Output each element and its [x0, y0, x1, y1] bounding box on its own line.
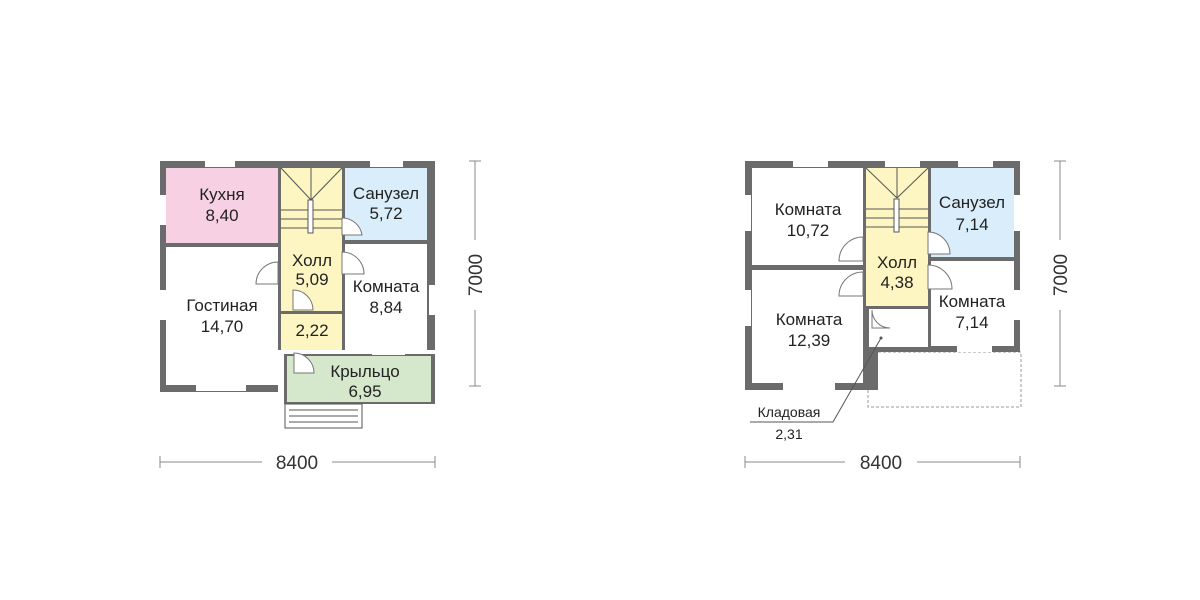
room-label: Холл: [877, 253, 917, 272]
staircase-icon: [280, 167, 343, 234]
room-area: 14,70: [201, 317, 244, 336]
room-area: 7,14: [955, 215, 988, 234]
room-area: 8,40: [205, 206, 238, 225]
room-label: Крыльцо: [330, 362, 399, 381]
room-label: Комната: [775, 200, 842, 219]
room-label: Санузел: [353, 184, 419, 203]
room-kitchen: [166, 168, 278, 243]
door-icon: [871, 309, 891, 329]
room-area: 2,22: [295, 321, 328, 340]
width-dimension: 8400: [744, 453, 1021, 474]
storage-callout: Кладовая 2,31: [750, 336, 883, 442]
svg-text:8400: 8400: [860, 453, 902, 474]
door-icon: [927, 264, 953, 290]
door-icon: [341, 217, 363, 236]
room-area: 7,14: [955, 313, 988, 332]
staircase-icon: [865, 167, 929, 233]
width-dimension: 8400: [159, 453, 436, 474]
svg-text:7000: 7000: [466, 254, 487, 296]
svg-text:7000: 7000: [1051, 254, 1072, 296]
height-dimension: 7000: [1051, 160, 1072, 387]
windows: [160, 161, 435, 391]
room-area: 4,38: [880, 273, 913, 292]
door-icon: [292, 289, 314, 311]
porch-steps: [284, 403, 363, 429]
room-area: 8,84: [369, 298, 402, 317]
room-area: 5,72: [369, 204, 402, 223]
height-dimension: 7000: [466, 160, 487, 387]
floor-1-plan: Кухня 8,40 Холл 5,09 Санузел 5,72 Гостин…: [159, 160, 487, 474]
room-label: Кухня: [199, 185, 245, 204]
room-area: 5,09: [295, 270, 328, 289]
room-label: Холл: [292, 251, 332, 270]
floor-2-plan: Комната 10,72 Холл 4,38 Санузел 7,14 Ком…: [744, 160, 1072, 474]
svg-text:8400: 8400: [276, 453, 318, 474]
room-label: Комната: [939, 292, 1006, 311]
room-label: Комната: [353, 277, 420, 296]
room-label: Комната: [776, 310, 843, 329]
room-label: Кладовая: [758, 404, 821, 420]
room-area: 6,95: [348, 382, 381, 401]
porch-roof-outline: [867, 351, 1022, 408]
room-area: 2,31: [775, 426, 802, 442]
room-area: 10,72: [787, 221, 830, 240]
room-living: [166, 247, 278, 385]
room-label: Санузел: [939, 193, 1005, 212]
door-icon: [927, 231, 951, 255]
room-label: Гостиная: [186, 296, 257, 315]
door-icon: [838, 271, 864, 297]
door-icon: [341, 251, 365, 275]
door-icon: [255, 261, 279, 285]
windows: [745, 161, 1020, 390]
room-area: 12,39: [788, 331, 831, 350]
door-icon: [293, 352, 315, 374]
door-icon: [838, 236, 864, 262]
